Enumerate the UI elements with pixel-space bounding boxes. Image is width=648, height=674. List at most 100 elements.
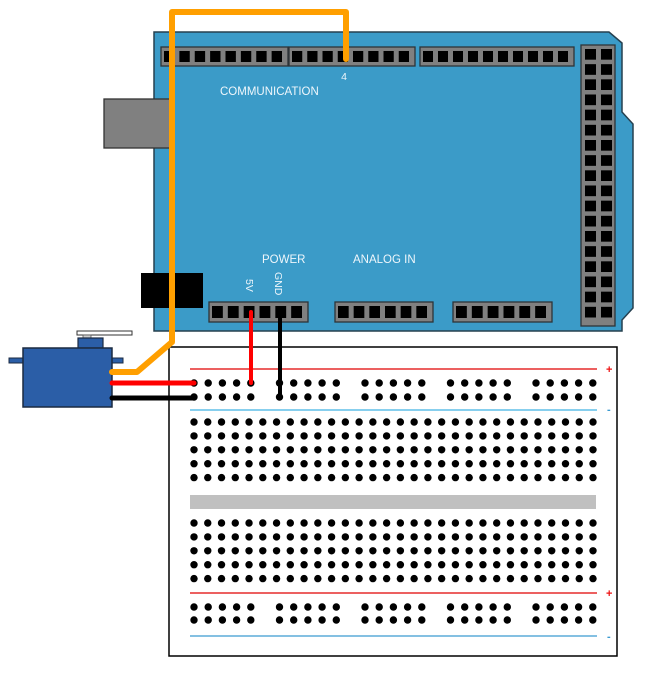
terminal-hole: [479, 432, 487, 440]
terminal-hole: [465, 460, 473, 468]
header-pin: [601, 140, 612, 151]
bottom-rail-hole: [304, 603, 312, 611]
header-pin: [601, 155, 612, 166]
terminal-hole: [355, 561, 363, 569]
terminal-hole: [355, 574, 363, 583]
header-pin: [227, 306, 239, 318]
header-pin: [416, 306, 427, 318]
terminal-hole: [424, 533, 432, 541]
terminal-hole: [396, 574, 405, 583]
top-rail-hole: [247, 393, 255, 401]
terminal-hole: [190, 446, 198, 454]
bottom-rail-hole: [389, 603, 398, 611]
terminal-hole: [231, 519, 239, 527]
terminal-hole: [410, 519, 418, 527]
terminal-hole: [589, 547, 597, 555]
terminal-hole: [286, 460, 295, 468]
terminal-hole: [355, 432, 363, 440]
usb-connector: [103, 98, 171, 149]
terminal-hole: [437, 561, 446, 569]
terminal-hole: [424, 547, 432, 555]
terminal-hole: [259, 432, 267, 440]
terminal-hole: [506, 574, 515, 583]
terminal-hole: [217, 519, 226, 527]
terminal-hole: [589, 519, 597, 527]
terminal-hole: [300, 547, 308, 555]
bottom-rail-hole: [247, 616, 255, 624]
terminal-hole: [520, 460, 528, 468]
terminal-hole: [190, 561, 198, 569]
terminal-hole: [548, 533, 556, 541]
terminal-hole: [506, 460, 515, 468]
terminal-hole: [245, 460, 253, 468]
terminal-hole: [272, 432, 281, 440]
bottom-rail-hole: [403, 616, 412, 624]
header-pin: [585, 185, 596, 197]
terminal-hole: [575, 519, 583, 527]
top-rail-hole: [332, 393, 340, 401]
terminal-hole: [589, 473, 597, 482]
terminal-hole: [204, 561, 212, 569]
terminal-hole: [424, 519, 432, 527]
bottom-rail-hole: [361, 616, 369, 624]
terminal-hole: [314, 547, 322, 555]
terminal-hole: [492, 473, 501, 482]
label-5v: 5V: [243, 279, 255, 292]
terminal-hole: [382, 473, 391, 482]
servo-motor: [8, 330, 133, 408]
top-rail-hole: [418, 393, 426, 401]
terminal-hole: [410, 460, 418, 468]
terminal-hole: [396, 473, 405, 482]
terminal-hole: [575, 561, 583, 569]
header-pin: [322, 51, 333, 62]
communication-header-1: [160, 46, 289, 67]
terminal-hole: [561, 446, 570, 454]
header-pin: [483, 51, 493, 62]
terminal-hole: [492, 418, 501, 426]
terminal-hole: [437, 432, 446, 440]
terminal-hole: [300, 574, 308, 583]
terminal-hole: [437, 446, 446, 454]
top-rail-hole: [304, 379, 312, 387]
terminal-hole: [355, 418, 363, 426]
header-pin: [423, 51, 433, 62]
terminal-hole: [492, 460, 501, 468]
terminal-hole: [589, 561, 597, 569]
terminal-hole: [369, 547, 377, 555]
terminal-hole: [355, 519, 363, 527]
top-rail-hole: [232, 379, 241, 387]
terminal-hole: [451, 574, 460, 583]
terminal-hole: [465, 574, 473, 583]
terminal-hole: [314, 519, 322, 527]
terminal-hole: [259, 547, 267, 555]
terminal-hole: [300, 561, 308, 569]
terminal-hole: [548, 561, 556, 569]
terminal-hole: [245, 547, 253, 555]
terminal-hole: [561, 533, 570, 541]
bottom-rail-hole: [503, 603, 511, 611]
terminal-hole: [231, 446, 239, 454]
terminal-hole: [506, 446, 515, 454]
terminal-hole: [314, 460, 322, 468]
terminal-hole: [451, 446, 460, 454]
header-pin: [535, 306, 546, 318]
terminal-hole: [259, 473, 267, 482]
terminal-hole: [451, 460, 460, 468]
top-rail-hole: [204, 379, 212, 387]
terminal-hole: [204, 473, 212, 482]
header-pin: [487, 306, 499, 318]
bottom-rail-hole: [461, 603, 469, 611]
breadboard-holes: [190, 379, 597, 624]
terminal-hole: [369, 473, 377, 482]
terminal-hole: [217, 533, 226, 541]
header-pin: [585, 231, 596, 242]
terminal-hole: [451, 561, 460, 569]
terminal-hole: [272, 574, 281, 583]
terminal-hole: [479, 446, 487, 454]
terminal-hole: [341, 519, 350, 527]
header-pin: [292, 51, 303, 62]
terminal-hole: [465, 533, 473, 541]
top-rail-hole: [503, 379, 511, 387]
terminal-hole: [534, 473, 542, 482]
terminal-hole: [589, 432, 597, 440]
